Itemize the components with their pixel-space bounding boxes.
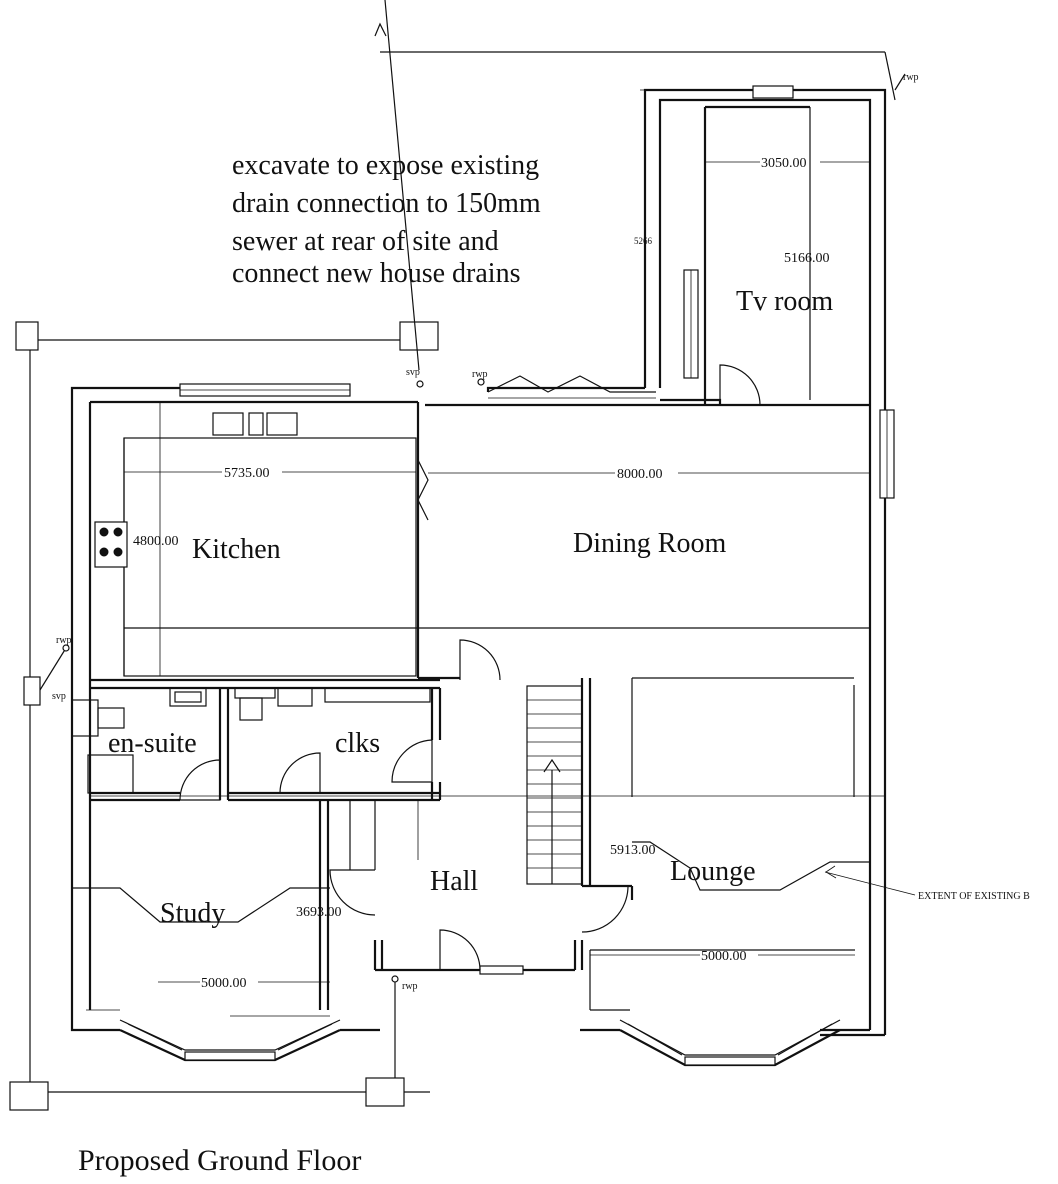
manhole-left <box>23 676 41 706</box>
manhole-bottom-left <box>9 1081 49 1111</box>
dim-study-width: 5000.00 <box>201 976 247 991</box>
drain-note-line-3: sewer at rear of site and <box>232 226 499 257</box>
drainage-runs <box>9 0 439 1111</box>
site-boundary <box>380 51 906 101</box>
label-rwp-left: rwp <box>56 635 72 646</box>
label-rwp-top-right: rwp <box>903 72 919 83</box>
note-extent-existing: EXTENT OF EXISTING B <box>918 891 1030 902</box>
dim-kitchen-depth: 4800.00 <box>133 534 179 549</box>
windows <box>179 85 895 499</box>
dim-lounge-depth: 5913.00 <box>610 843 656 858</box>
drain-note: excavate to expose existing drain connec… <box>232 150 541 289</box>
drain-note-line-1: excavate to expose existing <box>232 150 539 181</box>
dim-tv-length: 5166.00 <box>784 251 830 266</box>
drain-note-line-4: connect new house drains <box>232 258 520 289</box>
room-label-study: Study <box>160 898 225 929</box>
dim-study-depth: 3693.00 <box>296 905 342 920</box>
room-label-dining-room: Dining Room <box>573 528 726 559</box>
room-label-en-suite: en-suite <box>108 728 197 759</box>
staircase <box>526 685 583 885</box>
hob-icon <box>94 521 128 568</box>
pipe-markers <box>62 378 485 983</box>
label-rwp-front: rwp <box>402 981 418 992</box>
bay-windows <box>119 1019 841 1067</box>
door-swings <box>179 364 761 971</box>
dim-dining-width: 8000.00 <box>617 467 663 482</box>
room-label-hall: Hall <box>430 866 478 897</box>
sanitary-fittings <box>71 687 431 794</box>
label-svp-rear: svp <box>406 367 420 378</box>
rwp-left-marker <box>62 644 70 652</box>
drain-note-line-2: drain connection to 150mm <box>232 188 541 219</box>
internal-walls <box>86 676 855 1017</box>
label-rwp-rear: rwp <box>472 369 488 380</box>
dim-tv-side: 5266 <box>634 236 653 246</box>
kitchen-fittings <box>94 402 870 677</box>
room-label-kitchen: Kitchen <box>192 534 281 565</box>
dim-tv-width: 3050.00 <box>761 156 807 171</box>
existing-bay-outline <box>72 841 916 923</box>
rwp-front-marker <box>391 975 399 983</box>
room-label-tv-room: Tv room <box>736 286 833 317</box>
dim-kitchen-width: 5735.00 <box>224 466 270 481</box>
svp-rear-marker <box>416 380 424 388</box>
rwp-rear-marker <box>477 378 485 386</box>
room-label-clks: clks <box>335 728 380 759</box>
drawing-caption: Proposed Ground Floor <box>78 1144 361 1177</box>
label-svp-left: svp <box>52 691 66 702</box>
dim-lounge-width: 5000.00 <box>701 949 747 964</box>
manhole-bottom-front <box>365 1077 405 1107</box>
manhole-rear <box>399 321 439 351</box>
manhole-top-left <box>15 321 39 351</box>
room-label-lounge: Lounge <box>670 856 756 887</box>
dimension-lines <box>124 90 870 983</box>
